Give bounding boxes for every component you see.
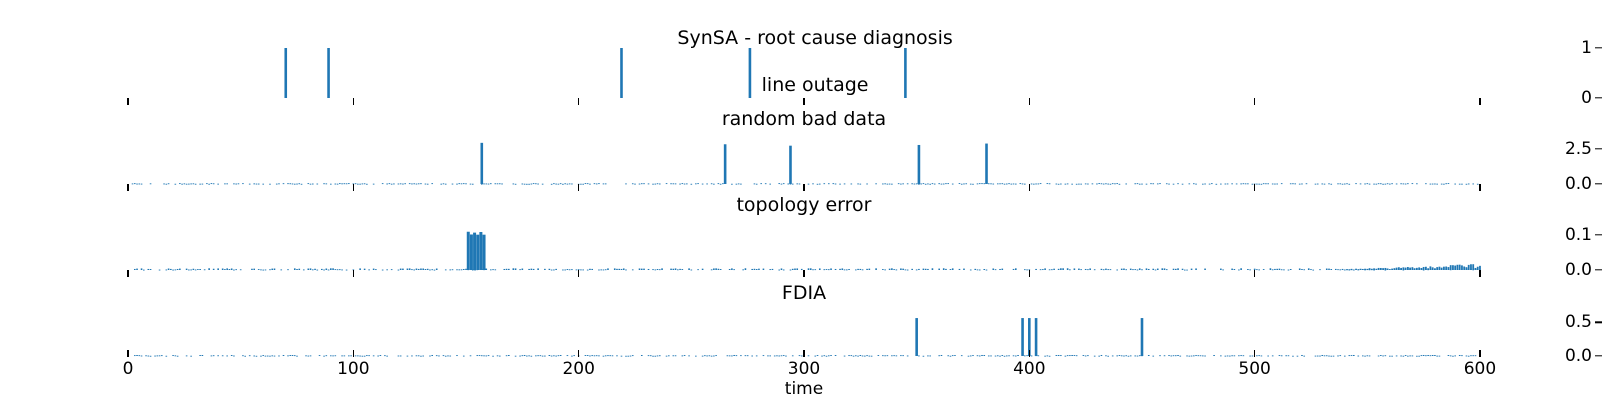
y-tick-mark-random-bad-data-0	[1595, 183, 1602, 185]
x-tick-mark-panel1-500	[1253, 184, 1256, 191]
y-tick-label-fdia-0: 0.0	[1564, 346, 1592, 366]
x-tick-mark-200	[577, 350, 580, 357]
x-tick-mark-panel2-100	[352, 270, 355, 277]
subplot-random-bad-data: random bad data	[110, 108, 1498, 185]
x-tick-label-300: 300	[787, 359, 821, 379]
suptitle-line-1: SynSA - root cause diagnosis	[677, 27, 953, 50]
x-tick-mark-panel0-200	[577, 98, 580, 105]
subplot-title-topology-error: topology error	[736, 194, 872, 216]
x-tick-mark-panel0-600	[1479, 98, 1481, 105]
x-tick-mark-panel0-100	[352, 98, 355, 105]
x-tick-mark-panel1-600	[1479, 184, 1481, 191]
y-tick-mark-line-outage-1	[1595, 47, 1602, 49]
plot-area-line-outage	[110, 42, 1498, 98]
subplot-fdia: FDIA	[110, 282, 1498, 357]
x-tick-mark-panel2-200	[577, 270, 580, 277]
subplot-topology-error: topology error	[110, 194, 1498, 271]
subplot-title-fdia: FDIA	[781, 282, 827, 304]
y-tick-mark-fdia-1	[1595, 321, 1602, 323]
x-tick-mark-panel1-300	[803, 184, 805, 191]
y-tick-mark-topology-error-1	[1595, 234, 1602, 236]
x-tick-label-500: 500	[1238, 359, 1271, 379]
x-tick-mark-panel1-200	[577, 184, 580, 191]
plot-area-random-bad-data	[110, 140, 1498, 185]
x-tick-label-200: 200	[562, 359, 595, 379]
x-tick-mark-panel2-500	[1253, 270, 1256, 277]
x-tick-mark-panel2-300	[803, 270, 805, 277]
y-tick-mark-topology-error-0	[1595, 269, 1602, 271]
figure-suptitle: SynSA - root cause diagnosis line outage	[0, 4, 1606, 120]
y-tick-mark-line-outage-0	[1595, 97, 1602, 99]
subplot-title-random-bad-data: random bad data	[721, 108, 887, 130]
x-tick-mark-panel1-100	[352, 184, 355, 191]
x-tick-mark-600	[1479, 350, 1481, 357]
x-tick-mark-panel0-400	[1028, 98, 1030, 105]
x-tick-mark-100	[352, 350, 355, 357]
x-tick-mark-panel0-300	[803, 98, 805, 105]
x-tick-mark-0	[127, 350, 129, 357]
y-tick-label-line-outage-1: 1	[1581, 38, 1592, 58]
x-tick-mark-500	[1253, 350, 1256, 357]
x-tick-mark-panel2-600	[1479, 270, 1481, 277]
x-tick-mark-panel2-0	[127, 270, 129, 277]
y-tick-label-topology-error-1: 0.1	[1564, 224, 1592, 245]
x-tick-label-100: 100	[337, 359, 370, 379]
x-tick-mark-panel0-0	[127, 98, 129, 105]
y-tick-label-line-outage-0: 0	[1581, 88, 1592, 108]
subplot-line-outage	[110, 42, 1498, 98]
x-tick-mark-400	[1028, 350, 1030, 357]
x-tick-mark-panel1-0	[127, 184, 129, 191]
y-tick-mark-fdia-0	[1595, 355, 1602, 357]
x-tick-mark-panel2-400	[1028, 270, 1030, 277]
y-tick-label-random-bad-data-0: 0.0	[1564, 174, 1592, 194]
suptitle-line-2: line outage	[761, 73, 869, 96]
x-tick-label-400: 400	[1013, 359, 1046, 379]
y-tick-label-fdia-1: 0.5	[1564, 312, 1592, 333]
x-tick-mark-300	[803, 350, 805, 357]
x-tick-label-0: 0	[122, 359, 134, 379]
x-tick-mark-panel0-500	[1253, 98, 1256, 105]
x-axis-label: time	[784, 379, 824, 399]
x-axis: 0 100 200 300 400 500 600	[110, 350, 1498, 384]
plot-area-topology-error	[110, 226, 1498, 271]
plot-area-fdia	[110, 314, 1498, 357]
x-tick-label-600: 600	[1463, 359, 1497, 379]
y-tick-label-topology-error-0: 0.0	[1564, 260, 1592, 280]
y-tick-mark-random-bad-data-1	[1595, 147, 1602, 150]
y-tick-label-random-bad-data-1: 2.5	[1564, 138, 1592, 159]
x-tick-mark-panel1-400	[1028, 184, 1030, 191]
